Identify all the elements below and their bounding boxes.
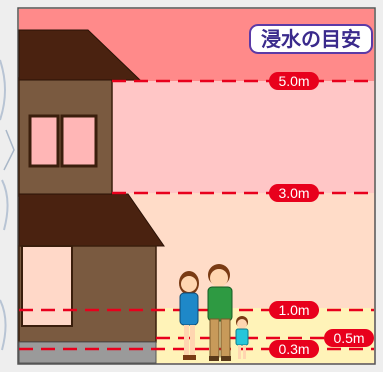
woman-figure [179, 271, 199, 360]
level-label-0-5m: 0.5m [324, 329, 374, 347]
level-label-0-3m: 0.3m [269, 340, 319, 358]
title-label: 浸水の目安 [249, 24, 373, 54]
level-label-5m: 5.0m [269, 72, 319, 90]
man-figure [207, 264, 233, 361]
house-illustration [18, 29, 165, 364]
level-label-1m: 1.0m [269, 301, 319, 319]
level-label-3m: 3.0m [269, 184, 319, 202]
child-figure [235, 316, 249, 359]
